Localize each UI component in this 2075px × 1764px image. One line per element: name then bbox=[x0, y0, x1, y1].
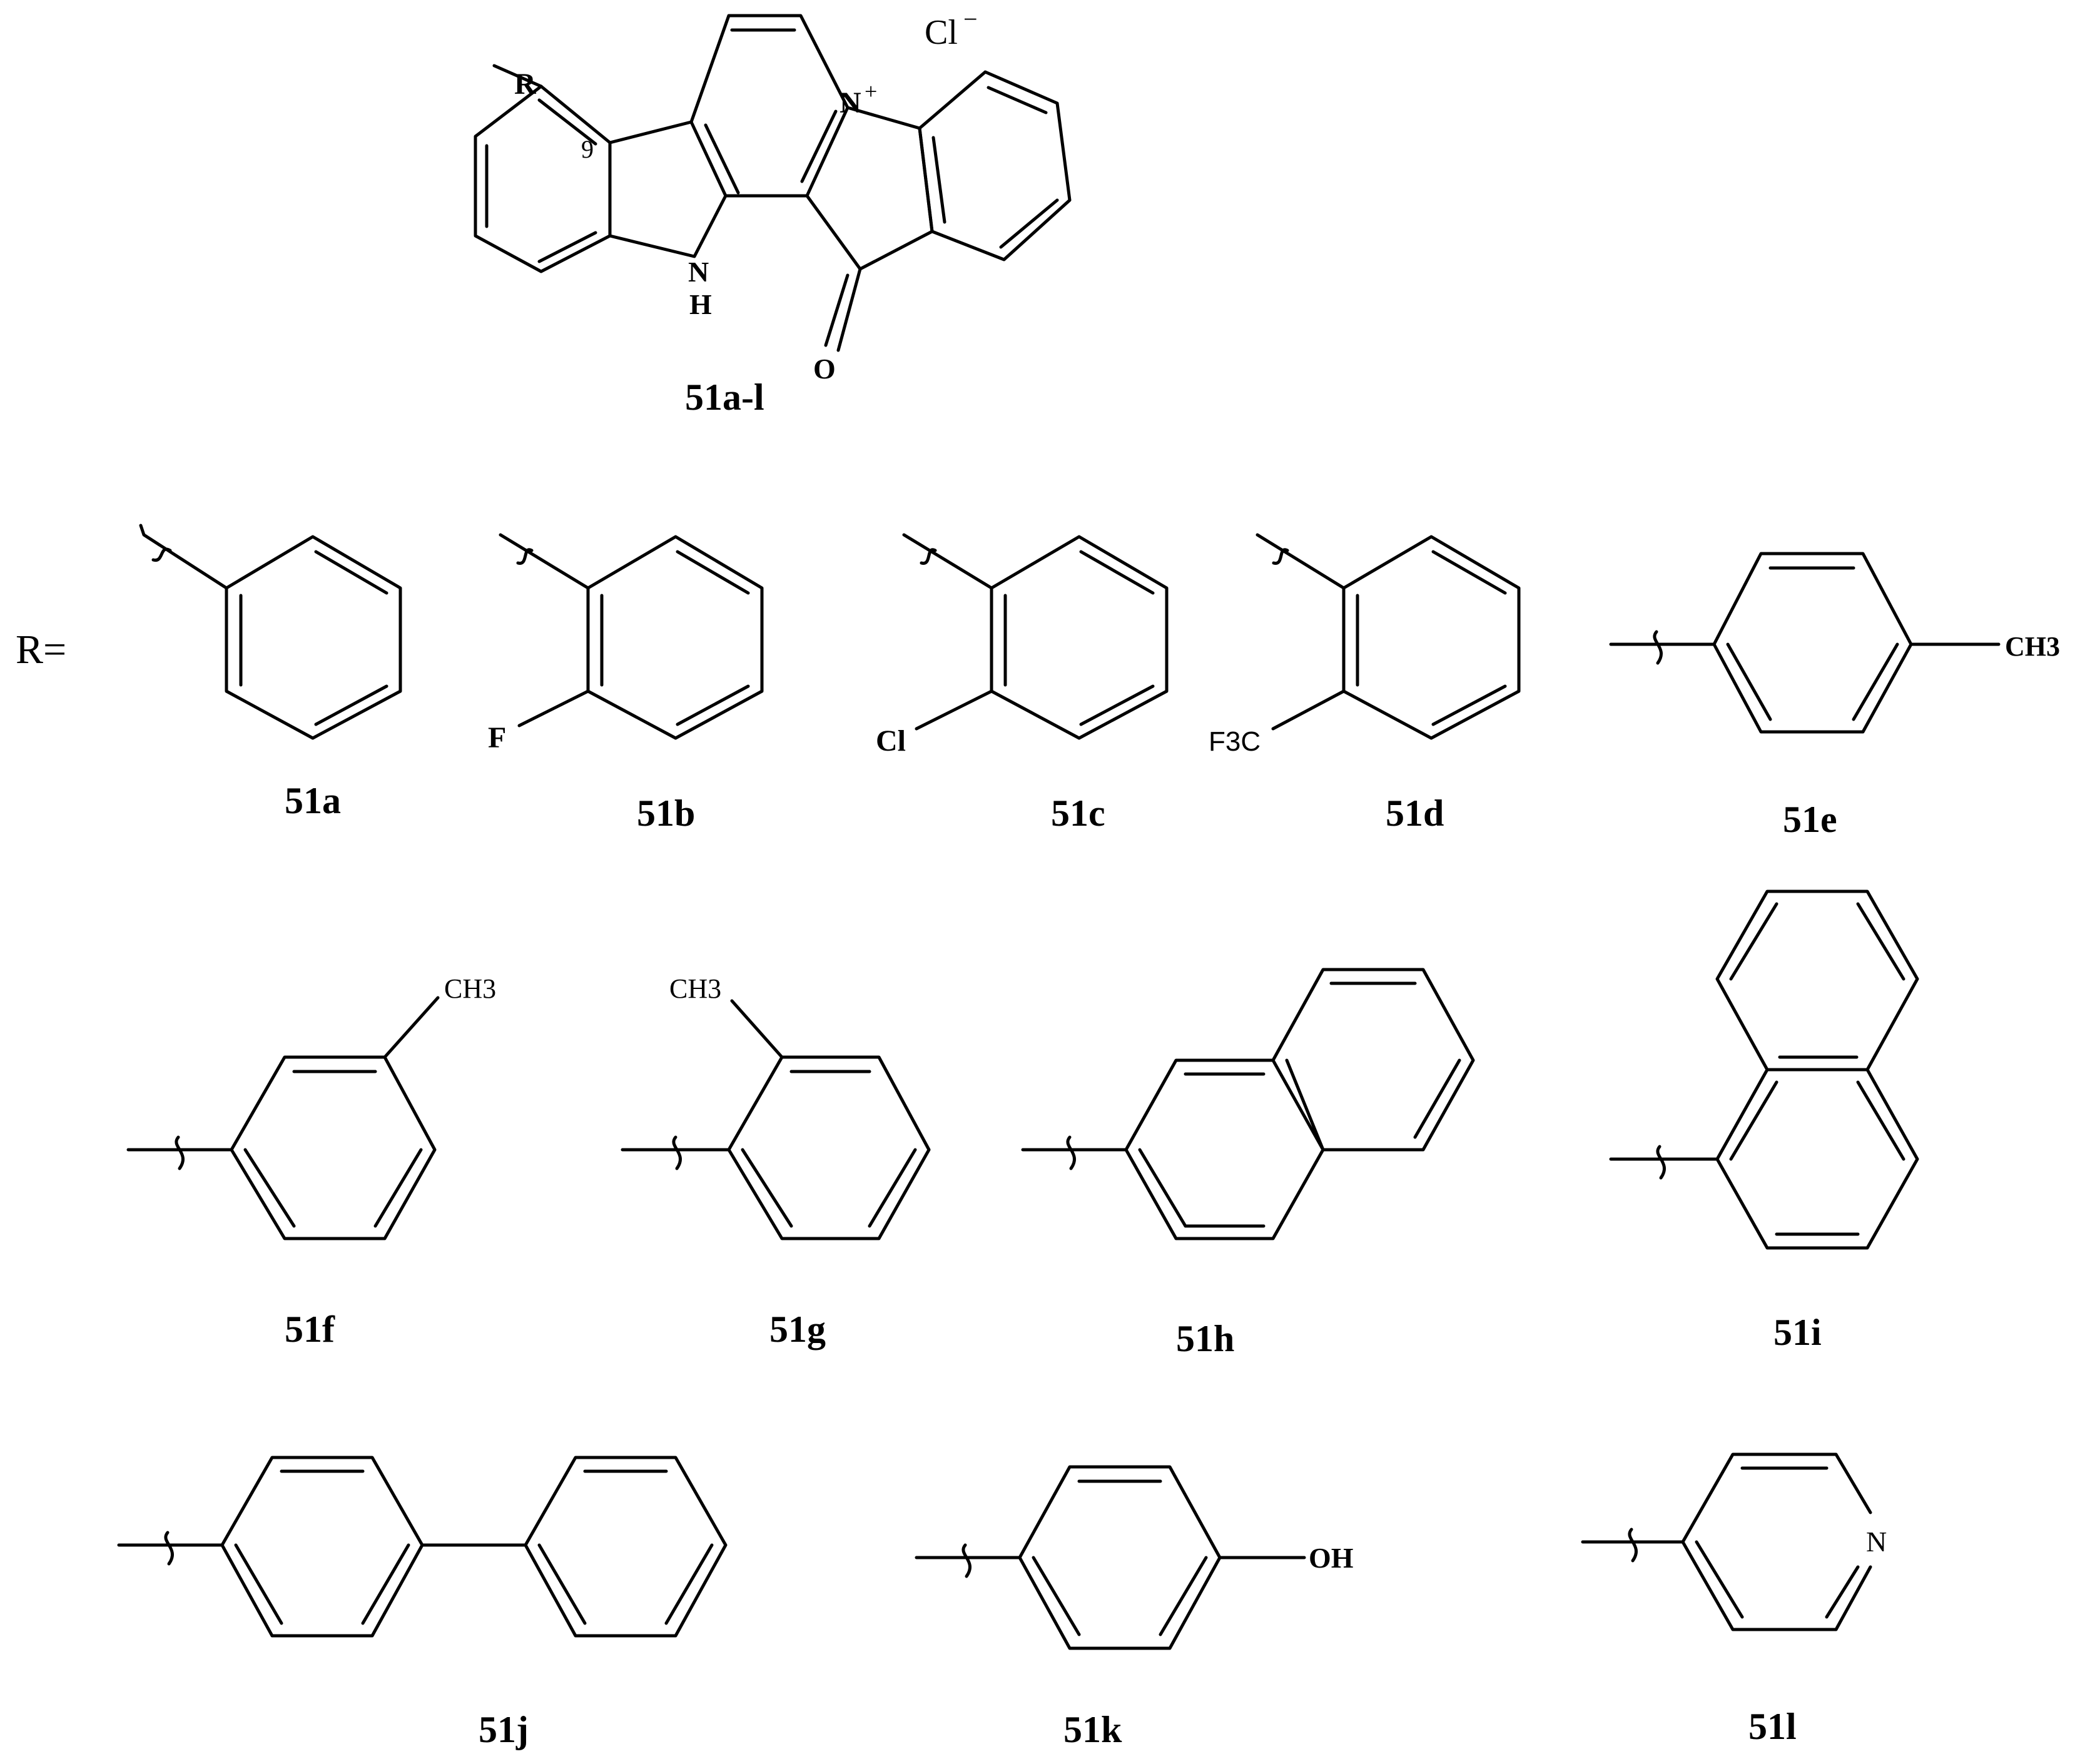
core-cation-n: N bbox=[840, 86, 861, 119]
r-definition: R= bbox=[16, 627, 66, 672]
compound-51j: 51j bbox=[117, 1456, 728, 1750]
substituent-51g: CH3 bbox=[669, 973, 721, 1004]
core-counterion-charge: − bbox=[963, 5, 978, 33]
compound-label-51l: 51l bbox=[1748, 1706, 1797, 1747]
substituent-51l: N bbox=[1866, 1526, 1887, 1558]
compound-label-51j: 51j bbox=[479, 1709, 529, 1750]
compound-label-51e: 51e bbox=[1783, 799, 1837, 840]
compound-51k: OH 51k bbox=[915, 1465, 1354, 1750]
compound-51a: 51a bbox=[139, 524, 402, 821]
core-nh-n: N bbox=[688, 256, 709, 288]
compound-label-51d: 51d bbox=[1386, 793, 1444, 834]
substituent-51c: Cl bbox=[876, 724, 906, 758]
compound-label-51k: 51k bbox=[1063, 1709, 1122, 1750]
compound-label-51a: 51a bbox=[285, 780, 341, 821]
compound-label-51c: 51c bbox=[1051, 793, 1105, 834]
substituent-51b: F bbox=[488, 721, 506, 754]
core-carbonyl-o: O bbox=[813, 353, 836, 385]
compound-label-51b: 51b bbox=[637, 793, 695, 834]
compound-label-51g: 51g bbox=[769, 1309, 826, 1350]
compound-51l: N 51l bbox=[1581, 1452, 1887, 1747]
core-r-label: R bbox=[514, 68, 537, 101]
substituent-51k: OH bbox=[1309, 1542, 1354, 1574]
core-counterion: Cl bbox=[925, 13, 958, 52]
substituent-51d: F3C bbox=[1209, 726, 1261, 757]
compound-label-51h: 51h bbox=[1176, 1318, 1234, 1359]
compound-label-51i: 51i bbox=[1773, 1312, 1822, 1353]
compound-51d: F3C 51d bbox=[1209, 533, 1521, 834]
compound-51e: CH3 51e bbox=[1609, 552, 2060, 840]
compound-51c: Cl 51c bbox=[876, 533, 1169, 834]
substituent-51e: CH3 bbox=[2005, 631, 2060, 662]
compound-51i: 51i bbox=[1609, 890, 1919, 1353]
compound-51b: F 51b bbox=[488, 533, 764, 834]
compound-51h: 51h bbox=[1021, 968, 1475, 1359]
substituent-51f: CH3 bbox=[444, 973, 496, 1004]
compound-51f: CH3 51f bbox=[126, 973, 496, 1350]
core-compound-label: 51a-l bbox=[685, 377, 764, 418]
compound-51g: CH3 51g bbox=[621, 973, 931, 1350]
compound-label-51f: 51f bbox=[285, 1309, 335, 1350]
core-cation-charge: + bbox=[865, 79, 877, 104]
core-structure: R 9 N + Cl − N H O 51a-l bbox=[474, 5, 1072, 418]
core-nh-h: H bbox=[689, 288, 712, 320]
core-position-label: 9 bbox=[581, 135, 594, 163]
